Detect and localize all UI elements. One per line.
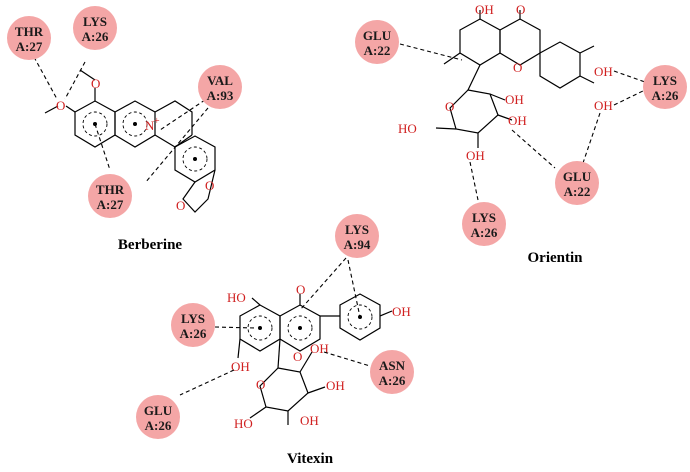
svg-text:A:22: A:22 bbox=[364, 43, 391, 58]
berberine-val-bond2 bbox=[144, 107, 209, 184]
vitexin-ring-o: O bbox=[293, 349, 302, 364]
svg-text:ASN: ASN bbox=[379, 358, 406, 373]
berberine-label: Berberine bbox=[118, 237, 182, 253]
orientin-sugar-oh3: OH bbox=[466, 148, 485, 163]
residue-lys-a26-top: LYS A:26 bbox=[73, 6, 117, 50]
orientin-lys-bot-bond bbox=[469, 161, 479, 201]
orientin-glu-left-bond bbox=[399, 43, 463, 61]
orientin-sugar-ho: HO bbox=[398, 121, 417, 136]
svg-text:VAL: VAL bbox=[207, 73, 233, 88]
vitexin-glu-bond bbox=[179, 369, 235, 396]
berberine-plus-charge: + bbox=[154, 116, 160, 127]
orientin-lys-right-bond1 bbox=[613, 70, 646, 83]
vitexin-sugar-oh1: OH bbox=[310, 341, 329, 356]
vitexin-lys94-bond2 bbox=[347, 259, 361, 318]
vitexin-label: Vitexin bbox=[287, 451, 334, 467]
svg-text:LYS: LYS bbox=[653, 73, 677, 88]
vitexin-sugar-ho: HO bbox=[234, 416, 253, 431]
orientin-label: Orientin bbox=[528, 250, 584, 266]
orientin-glu-bot-bond1 bbox=[582, 112, 601, 164]
svg-text:A:27: A:27 bbox=[16, 39, 43, 54]
vitexin-lys94-bond1 bbox=[299, 257, 347, 311]
berberine-dioxole-o1: O bbox=[176, 198, 185, 213]
svg-text:LYS: LYS bbox=[472, 210, 496, 225]
svg-text:A:27: A:27 bbox=[97, 197, 124, 212]
berberine-methoxy-o2: O bbox=[56, 98, 65, 113]
svg-text:LYS: LYS bbox=[83, 14, 107, 29]
svg-text:A:26: A:26 bbox=[471, 225, 498, 240]
svg-text:A:26: A:26 bbox=[379, 373, 406, 388]
residue-val-a93: VAL A:93 bbox=[198, 65, 242, 109]
svg-text:A:22: A:22 bbox=[564, 184, 591, 199]
residue-lys-a26-bottom: LYS A:26 bbox=[462, 202, 506, 246]
vitexin-asn-bond bbox=[323, 351, 371, 367]
berberine-structure bbox=[44, 69, 216, 213]
svg-text:A:26: A:26 bbox=[145, 418, 172, 433]
orientin-sugar-o: O bbox=[445, 99, 454, 114]
orientin-glu-bot-bond2 bbox=[511, 129, 556, 169]
svg-text:LYS: LYS bbox=[181, 311, 205, 326]
vitexin-sugar-oh2: OH bbox=[326, 378, 345, 393]
orientin-ring-o: O bbox=[513, 60, 522, 75]
residue-glu-a22-left: GLU A:22 bbox=[355, 20, 399, 64]
svg-text:A:93: A:93 bbox=[207, 88, 234, 103]
orientin-oh-b2: OH bbox=[594, 98, 613, 113]
orientin-sugar-oh1: OH bbox=[505, 92, 524, 107]
berberine-thr-bot-bond bbox=[94, 123, 111, 171]
svg-text:A:26: A:26 bbox=[652, 88, 679, 103]
residue-glu-a26: GLU A:26 bbox=[136, 395, 180, 439]
svg-text:THR: THR bbox=[15, 24, 44, 39]
residue-lys-a26-left: LYS A:26 bbox=[171, 303, 215, 347]
orientin-structure bbox=[435, 10, 595, 148]
svg-text:A:94: A:94 bbox=[344, 237, 371, 252]
svg-text:GLU: GLU bbox=[563, 169, 592, 184]
residue-thr-a27-top: THR A:27 bbox=[7, 16, 51, 60]
vitexin-carbonyl-o: O bbox=[296, 282, 305, 297]
orientin-lys-right-bond2 bbox=[613, 89, 646, 106]
svg-text:THR: THR bbox=[96, 182, 125, 197]
vitexin-oh-b: OH bbox=[392, 304, 411, 319]
svg-text:A:26: A:26 bbox=[180, 326, 207, 341]
residue-thr-a27-bottom: THR A:27 bbox=[88, 174, 132, 218]
residue-glu-a22-bottom: GLU A:22 bbox=[555, 161, 599, 205]
orientin-carbonyl-o: O bbox=[516, 2, 525, 17]
svg-text:A:26: A:26 bbox=[82, 29, 109, 44]
residue-asn-a26: ASN A:26 bbox=[370, 350, 414, 394]
svg-text:LYS: LYS bbox=[345, 222, 369, 237]
orientin-oh-top: OH bbox=[475, 2, 494, 17]
berberine-lys-top-bond bbox=[64, 61, 86, 100]
vitexin-ho-top: HO bbox=[227, 290, 246, 305]
berberine-val-bond1 bbox=[159, 99, 206, 131]
vitexin-sugar-oh3: OH bbox=[300, 413, 319, 428]
vitexin-sugar-o: O bbox=[256, 377, 265, 392]
residue-lys-a26-right: LYS A:26 bbox=[643, 65, 687, 109]
berberine-methoxy-o1: O bbox=[91, 76, 100, 91]
berberine-thr-top-bond bbox=[33, 56, 58, 100]
orientin-oh-b1: OH bbox=[594, 64, 613, 79]
vitexin-oh-a: OH bbox=[231, 359, 250, 374]
berberine-nitrogen: N bbox=[145, 118, 155, 133]
vitexin-structure bbox=[237, 293, 393, 425]
svg-text:GLU: GLU bbox=[144, 403, 173, 418]
orientin-sugar-oh2: OH bbox=[508, 113, 527, 128]
svg-text:GLU: GLU bbox=[363, 28, 392, 43]
vitexin-lys26-bond bbox=[214, 326, 256, 329]
berberine-dioxole-o2: O bbox=[205, 178, 214, 193]
residue-lys-a94: LYS A:94 bbox=[335, 214, 379, 258]
